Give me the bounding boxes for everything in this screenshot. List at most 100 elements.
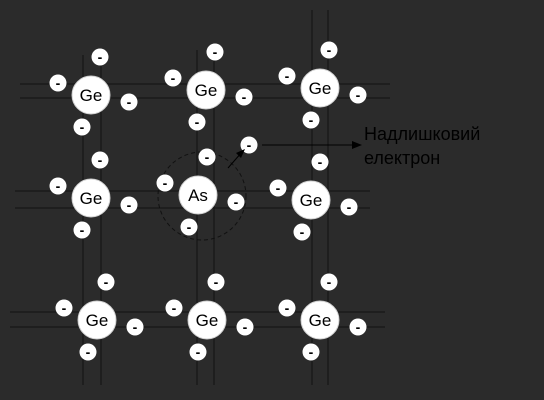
- electron: -: [120, 196, 138, 214]
- atom-circle: [186, 70, 226, 110]
- electron-sign: -: [356, 319, 361, 335]
- electron: -: [188, 113, 206, 131]
- electron-circle: [97, 273, 115, 291]
- electron: -: [207, 273, 225, 291]
- electron-circle: [126, 318, 144, 336]
- electron-sign: -: [62, 300, 67, 316]
- atom-ge: Ge: [186, 70, 226, 110]
- atom-ge: Ge: [71, 75, 111, 115]
- electron: -: [236, 318, 254, 336]
- electron-circle: [49, 74, 67, 92]
- electron: -: [49, 74, 67, 92]
- electron-sign: -: [247, 137, 252, 153]
- dopant-region: [157, 151, 247, 241]
- electron: -: [349, 318, 367, 336]
- electron: -: [180, 218, 198, 236]
- electron: -: [302, 111, 320, 129]
- atom-label: Ge: [195, 81, 218, 100]
- electron-circle: [302, 111, 320, 129]
- atom-ge: Ge: [77, 300, 117, 340]
- electron-circle: [79, 343, 97, 361]
- electron-circle: [320, 41, 338, 59]
- electron-sign: -: [133, 319, 138, 335]
- electron: -: [320, 273, 338, 291]
- electron-circle: [320, 273, 338, 291]
- electron: -: [278, 67, 296, 85]
- electron-sign: -: [80, 222, 85, 238]
- atom-circle: [300, 68, 340, 108]
- electron-circle: [235, 88, 253, 106]
- electron-sign: -: [196, 344, 201, 360]
- electron-sign: -: [171, 70, 176, 86]
- electron-circle: [311, 153, 329, 171]
- electrons: -------------------------------------: [49, 41, 367, 361]
- electron-circle: [73, 221, 91, 239]
- atom-label: Ge: [309, 311, 332, 330]
- electron-circle: [207, 273, 225, 291]
- atom-as: As: [178, 175, 218, 215]
- electron-circle: [180, 218, 198, 236]
- electron-circle: [165, 299, 183, 317]
- electron-circle: [73, 118, 91, 136]
- atom-ge: Ge: [71, 178, 111, 218]
- electron-circle: [269, 179, 287, 197]
- extra-electron-label-line2: електрон: [364, 148, 440, 168]
- electron: -: [164, 69, 182, 87]
- electron-circle: [49, 177, 67, 195]
- electron: -: [278, 299, 296, 317]
- atom-label: Ge: [300, 191, 323, 210]
- electron-circle: [206, 43, 224, 61]
- atom-label: Ge: [196, 311, 219, 330]
- electron-sign: -: [309, 112, 314, 128]
- electron: -: [235, 88, 253, 106]
- electron-sign: -: [213, 44, 218, 60]
- electron: -: [91, 151, 109, 169]
- atom-ge: Ge: [291, 180, 331, 220]
- atom-circle: [291, 180, 331, 220]
- electron: -: [73, 221, 91, 239]
- electron-circle: [91, 48, 109, 66]
- electron-sign: -: [356, 87, 361, 103]
- electron: -: [97, 273, 115, 291]
- atom-label: As: [188, 186, 208, 205]
- atom-circle: [187, 300, 227, 340]
- electron-sign: -: [300, 224, 305, 240]
- pointer-head-icon: [236, 149, 245, 158]
- electron: -: [73, 118, 91, 136]
- electron-circle: [236, 318, 254, 336]
- atom-circle: [300, 300, 340, 340]
- electron: -: [126, 318, 144, 336]
- electron: -: [165, 299, 183, 317]
- electron: -: [198, 148, 216, 166]
- electron-sign: -: [127, 197, 132, 213]
- electron: -: [293, 223, 311, 241]
- electron-circle: [188, 113, 206, 131]
- electron-sign: -: [98, 152, 103, 168]
- electron: -: [55, 299, 73, 317]
- electron: -: [91, 48, 109, 66]
- extra-electron-label-line1: Надлишковий: [364, 124, 480, 144]
- electron: -: [269, 179, 287, 197]
- electron-circle: [227, 193, 245, 211]
- electron-sign: -: [285, 68, 290, 84]
- electron: -: [49, 177, 67, 195]
- electron-sign: -: [127, 94, 132, 110]
- electron-sign: -: [347, 199, 352, 215]
- electron-sign: -: [318, 154, 323, 170]
- electron-circle: [349, 86, 367, 104]
- electron-sign: -: [80, 119, 85, 135]
- electron-sign: -: [195, 114, 200, 130]
- atom-label: Ge: [80, 189, 103, 208]
- electron-circle: [278, 67, 296, 85]
- dopant-dashed-circle: [157, 151, 247, 241]
- electron-circle: [164, 69, 182, 87]
- electron-sign: -: [104, 274, 109, 290]
- electron-circle: [340, 198, 358, 216]
- electron-circle: [55, 299, 73, 317]
- electron-sign: -: [214, 274, 219, 290]
- electron: -: [311, 153, 329, 171]
- atom-circle: [77, 300, 117, 340]
